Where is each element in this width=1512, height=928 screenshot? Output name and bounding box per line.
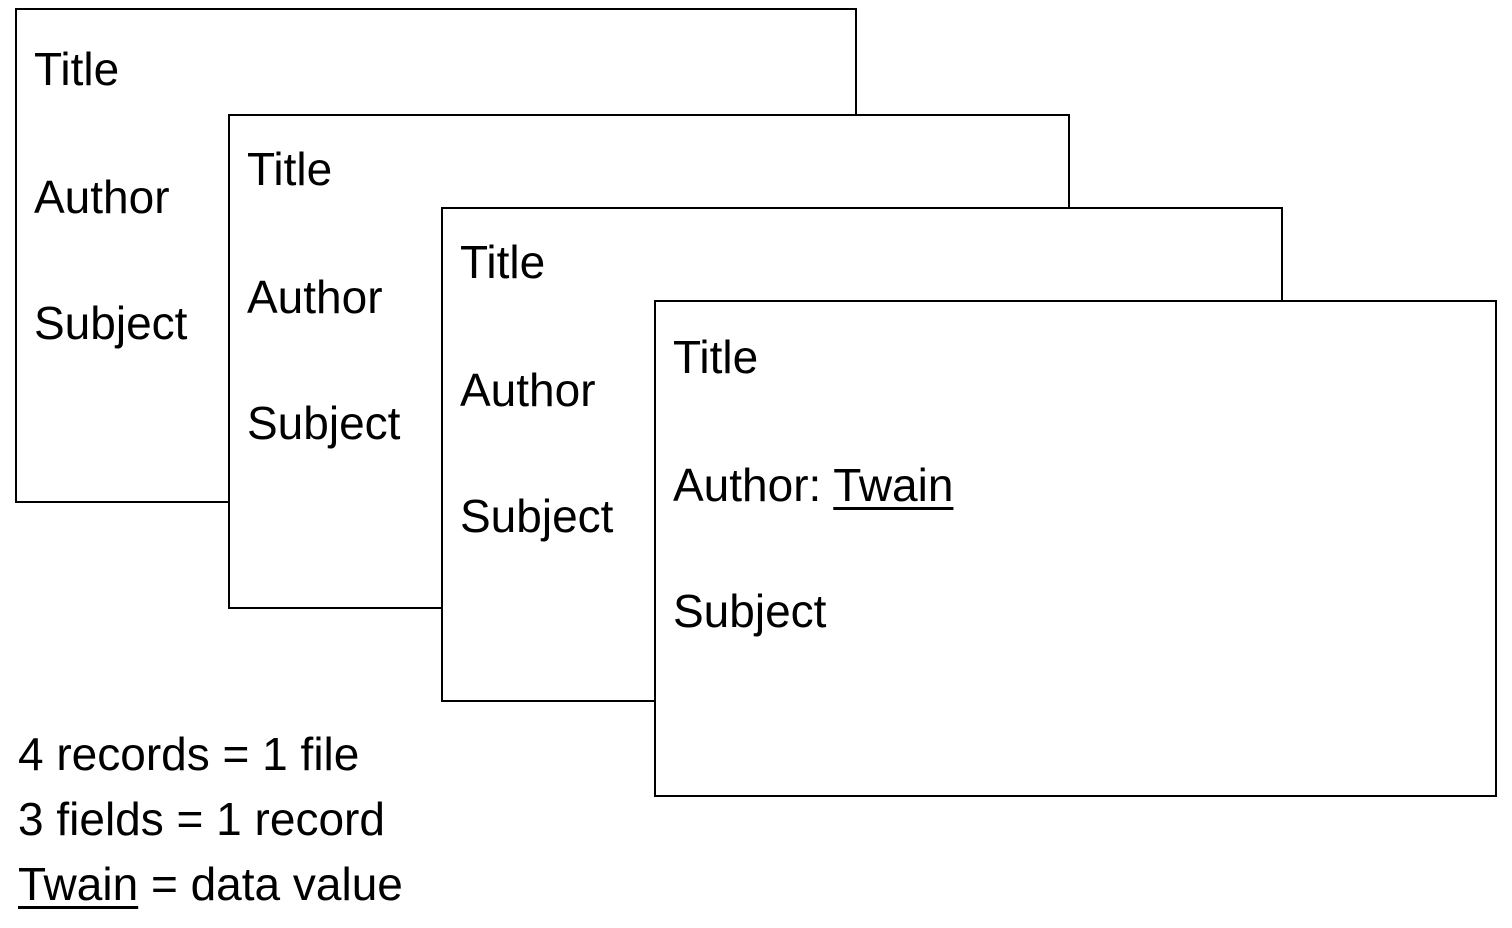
author-data-value: Twain bbox=[833, 459, 954, 511]
legend-records-file: 4 records = 1 file bbox=[18, 728, 360, 780]
field-title: Title bbox=[460, 236, 546, 288]
field-title: Title bbox=[673, 331, 759, 383]
record-card-4: Title Author: Twain Subject bbox=[654, 300, 1497, 797]
field-title: Title bbox=[247, 143, 333, 195]
field-author-label: Author: bbox=[673, 459, 822, 511]
field-author: Author bbox=[460, 364, 596, 416]
legend-data-value: Twain = data value bbox=[18, 861, 403, 907]
field-author: Author bbox=[34, 171, 170, 223]
field-author: Author bbox=[247, 271, 383, 323]
field-subject: Subject bbox=[34, 297, 188, 349]
legend-data-value-text: = data value bbox=[138, 858, 403, 910]
field-author: Author: Twain bbox=[673, 462, 953, 508]
legend-fields-record: 3 fields = 1 record bbox=[18, 793, 385, 845]
field-title: Title bbox=[34, 43, 120, 95]
field-subject: Subject bbox=[247, 397, 401, 449]
field-subject: Subject bbox=[673, 585, 827, 637]
legend-value-example: Twain bbox=[18, 858, 139, 910]
field-subject: Subject bbox=[460, 490, 614, 542]
